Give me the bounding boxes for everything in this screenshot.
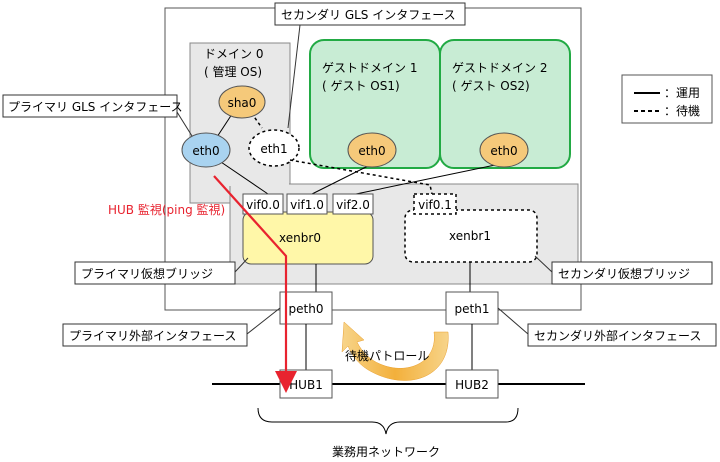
guest1-subtitle: ( ゲスト OS1) (322, 79, 400, 93)
standby-patrol-arrow (341, 321, 449, 381)
xenbr1-label: xenbr1 (449, 229, 491, 243)
vif10-port (286, 193, 328, 215)
link-guest1-vif10 (311, 163, 373, 195)
primary-external-leader (246, 307, 281, 335)
eth0-guest1-label: eth0 (358, 144, 385, 158)
sha0-label: sha0 (228, 96, 257, 110)
primary-virtual-bridge-label: プライマリ仮想ブリッジ (81, 266, 213, 281)
domain0-title: ドメイン 0 (204, 47, 263, 61)
link-sha0-eth1 (247, 107, 263, 129)
legend-active: ：運用 (664, 86, 700, 100)
vif20-label: vif2.0 (336, 198, 370, 212)
primary-external-label: プライマリ外部インタフェース (69, 328, 236, 343)
domain0-subtitle: ( 管理 OS) (204, 64, 262, 79)
secondary-virtual-bridge-box (551, 261, 713, 285)
primary-gls-leader (176, 111, 193, 137)
domain0-box (189, 42, 291, 204)
secondary-gls-label-box (274, 2, 466, 26)
xenbr1-bridge (404, 209, 538, 263)
network-brace (257, 407, 519, 435)
guest2-subtitle: ( ゲスト OS2) (452, 79, 530, 93)
legend-standby: ：待機 (664, 103, 700, 118)
eth1-dom0-label: eth1 (260, 142, 287, 156)
business-network-label: 業務用ネットワーク (332, 445, 440, 459)
secondary-virtual-bridge-label: セカンダリ仮想ブリッジ (558, 266, 690, 281)
secondary-gls-leader (287, 24, 301, 129)
link-guest2-vif20 (355, 163, 501, 195)
secondary-external-box (527, 323, 717, 347)
standby-patrol-label: 待機パトロール (345, 348, 429, 363)
vif01-port (413, 193, 457, 215)
secondary-external-leader (497, 307, 529, 335)
primary-virtual-bridge-box (74, 261, 236, 285)
primary-bridge-leader (234, 257, 249, 273)
peth1-interface (445, 291, 499, 325)
secondary-bridge-leader (534, 255, 553, 273)
eth0-dom0-label: eth0 (192, 144, 219, 158)
vif10-label: vif1.0 (290, 198, 324, 212)
primary-external-box (62, 323, 248, 347)
peth1-label: peth1 (455, 302, 490, 316)
guest2-title: ゲストドメイン 2 (452, 61, 547, 75)
hub-monitor-arrow (213, 175, 297, 393)
peth0-label: peth0 (289, 302, 324, 316)
hub-monitor-label: HUB 監視(ping 監視) (108, 202, 225, 217)
hub2 (445, 369, 499, 399)
secondary-external-label: セカンダリ外部インタフェース (534, 328, 701, 343)
eth1-dom0-node (248, 129, 300, 167)
link-eth0-vif00 (217, 159, 269, 195)
primary-gls-label: プライマリ GLS インタフェース (8, 100, 183, 114)
vif00-label: vif0.0 (246, 198, 280, 212)
hub1-label: HUB1 (289, 378, 323, 392)
sha0-node (218, 85, 266, 119)
eth0-dom0-node (181, 132, 231, 168)
secondary-gls-label: セカンダリ GLS インタフェース (281, 7, 456, 22)
vif20-port (332, 193, 374, 215)
vif01-label: vif0.1 (418, 198, 452, 212)
eth0-guest2-label: eth0 (490, 144, 517, 158)
guest-domain-2 (439, 39, 571, 169)
xenbr0-label: xenbr0 (279, 231, 321, 245)
guest1-title: ゲストドメイン 1 (322, 61, 417, 75)
legend-box (621, 74, 713, 124)
hub2-label: HUB2 (455, 378, 489, 392)
eth0-guest2-node (479, 132, 529, 168)
primary-gls-label-box (2, 94, 178, 118)
eth0-guest1-node (347, 132, 397, 168)
vif00-port (242, 193, 284, 215)
